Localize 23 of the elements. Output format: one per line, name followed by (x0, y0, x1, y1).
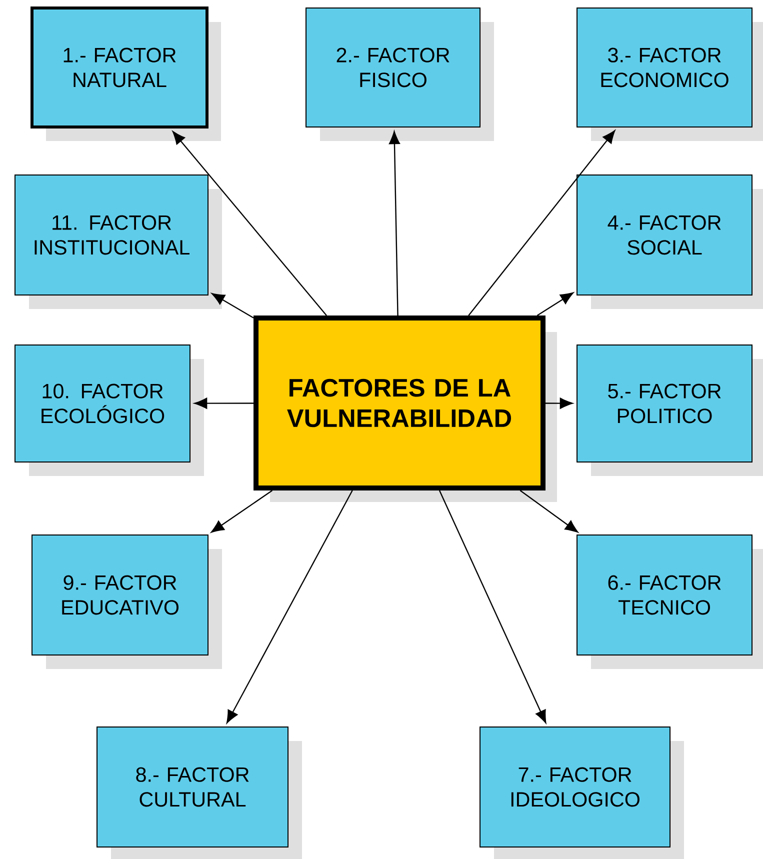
arrow (210, 490, 273, 533)
arrow (194, 398, 254, 409)
arrow (388, 131, 400, 316)
factor-box: 6.- FACTOR TECNICO (576, 534, 763, 669)
factor-box: 2.- FACTOR FISICO (306, 8, 494, 141)
factor-box: 1.- FACTOR NATURAL (30, 6, 221, 141)
arrow (226, 490, 353, 724)
factor-box: 9.- FACTOR EDUCATIVO (32, 534, 222, 669)
title-box: FACTORES DE LA VULNERABILIDAD (254, 316, 557, 502)
arrow (172, 131, 327, 316)
factor-box: 5.- FACTOR POLITICO (576, 344, 763, 476)
arrow (546, 398, 573, 409)
factor-box: 10. FACTOR ECOLÓGICO (14, 344, 204, 476)
factor-box: 3.- FACTOR ECONOMICO (576, 8, 763, 141)
arrow (212, 293, 254, 318)
arrow (438, 490, 546, 724)
factor-box: 8.- FACTOR CULTURAL (96, 726, 302, 859)
arrow (520, 490, 578, 533)
factor-box: 4.- FACTOR SOCIAL (576, 174, 763, 309)
factor-box: 11. FACTOR INSTITUCIONAL (14, 174, 222, 309)
arrow (468, 130, 616, 316)
factor-box: 7.- FACTOR IDEOLOGICO (480, 726, 684, 859)
arrow (536, 292, 574, 316)
